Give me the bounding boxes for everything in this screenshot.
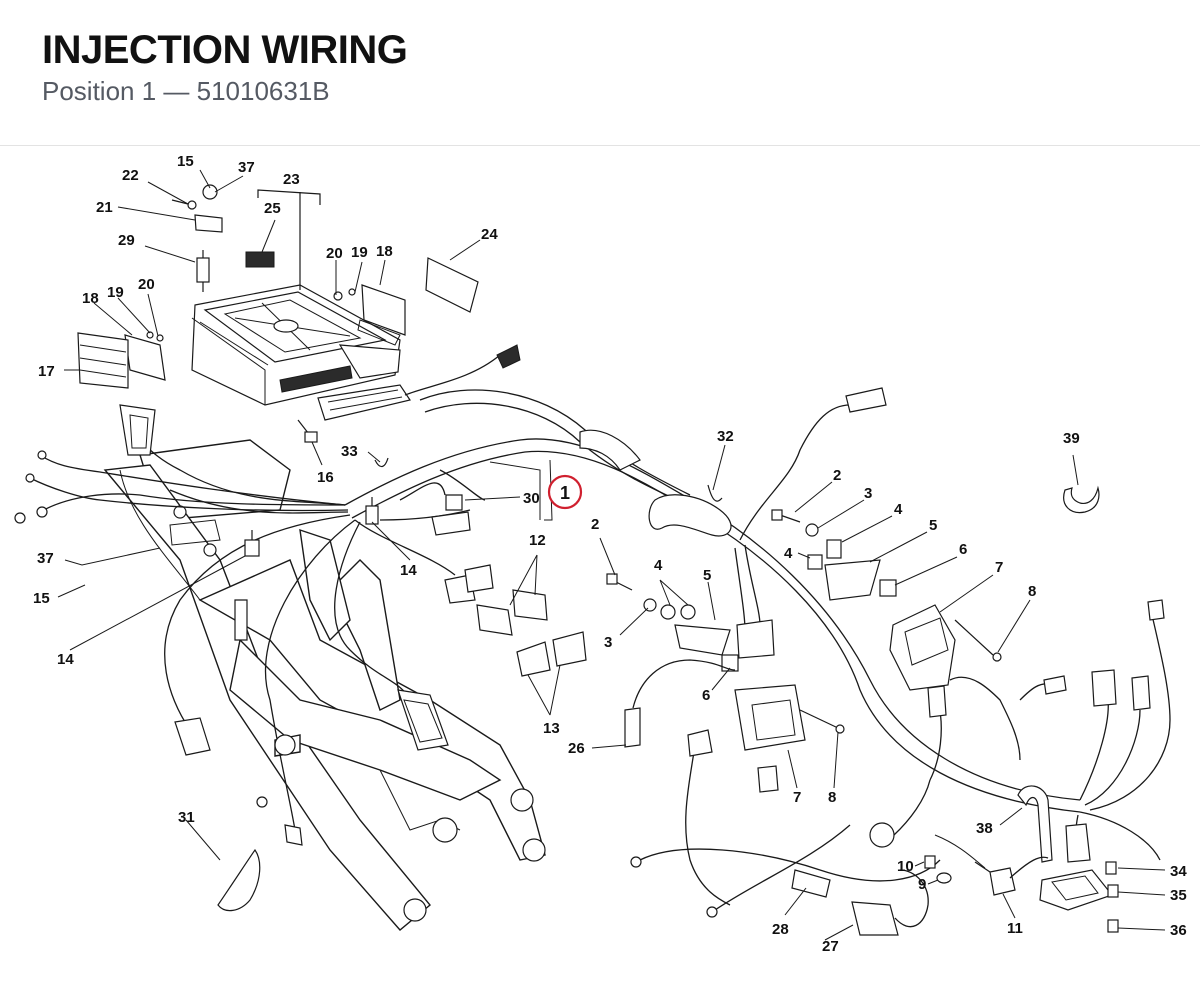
callout-37: 37: [238, 159, 255, 176]
callout-39: 39: [1063, 430, 1080, 447]
callout-5-center: 5: [703, 567, 711, 584]
callout-18: 18: [376, 243, 393, 260]
callout-24: 24: [481, 226, 498, 243]
page-header: INJECTION WIRING Position 1 — 51010631B: [0, 0, 1200, 146]
callout-12: 12: [529, 532, 546, 549]
callout-34: 34: [1170, 863, 1187, 880]
callout-14-center: 14: [400, 562, 417, 579]
callout-32: 32: [717, 428, 734, 445]
ecu-assembly: [77, 184, 479, 443]
highlight-callout[interactable]: 1: [547, 474, 583, 510]
callout-18-left: 18: [82, 290, 99, 307]
callout-26: 26: [568, 740, 585, 757]
callout-35: 35: [1170, 887, 1187, 904]
callout-36: 36: [1170, 922, 1187, 939]
callout-8-center: 8: [828, 789, 836, 806]
highlight-label: 1: [560, 483, 570, 503]
callout-3-center: 3: [604, 634, 612, 651]
callout-19-left: 19: [107, 284, 124, 301]
callout-30: 30: [523, 490, 540, 507]
callout-16: 16: [317, 469, 334, 486]
callout-21: 21: [96, 199, 113, 216]
callout-37-left: 37: [37, 550, 54, 567]
callout-38: 38: [976, 820, 993, 837]
callout-8-right: 8: [1028, 583, 1036, 600]
callout-15-left: 15: [33, 590, 50, 607]
callout-14-left: 14: [57, 651, 74, 668]
callout-13: 13: [543, 720, 560, 737]
callout-labels: 22 15 37 23 21 25 29 20 19 18 24 18 19 2…: [33, 153, 1187, 955]
callout-17: 17: [38, 363, 55, 380]
right-components: [217, 387, 1171, 936]
callout-23: 23: [283, 171, 300, 188]
callout-7-right: 7: [995, 559, 1003, 576]
callout-10: 10: [897, 858, 914, 875]
callout-6-right: 6: [959, 541, 967, 558]
callout-22: 22: [122, 167, 139, 184]
page-title: INJECTION WIRING: [42, 28, 408, 72]
callout-3-right: 3: [864, 485, 872, 502]
callout-20: 20: [326, 245, 343, 262]
callout-25: 25: [264, 200, 281, 217]
page-subtitle: Position 1 — 51010631B: [42, 76, 330, 106]
callout-28: 28: [772, 921, 789, 938]
callout-33: 33: [341, 443, 358, 460]
callout-5-right: 5: [929, 517, 937, 534]
highlight-circle[interactable]: [547, 474, 583, 510]
callout-11: 11: [1007, 920, 1023, 937]
callout-27: 27: [822, 938, 839, 955]
motorcycle-frame: [103, 439, 546, 931]
callout-31: 31: [178, 809, 195, 826]
callout-9: 9: [918, 876, 926, 893]
callout-15: 15: [177, 153, 194, 170]
wiring-diagram: 22 15 37 23 21 25 29 20 19 18 24 18 19 2…: [14, 153, 1187, 955]
callout-4-right: 4: [784, 545, 793, 562]
callout-19: 19: [351, 244, 368, 261]
callout-29: 29: [118, 232, 135, 249]
leader-lines: [57, 169, 1166, 941]
callout-20-left: 20: [138, 276, 155, 293]
main-harness: [14, 344, 1081, 846]
callout-4-center: 4: [654, 557, 663, 574]
callout-4-right-top: 4: [894, 501, 903, 518]
callout-2-center: 2: [591, 516, 599, 533]
callout-7-center: 7: [793, 789, 801, 806]
callout-2-right: 2: [833, 467, 841, 484]
callout-6-center: 6: [702, 687, 710, 704]
